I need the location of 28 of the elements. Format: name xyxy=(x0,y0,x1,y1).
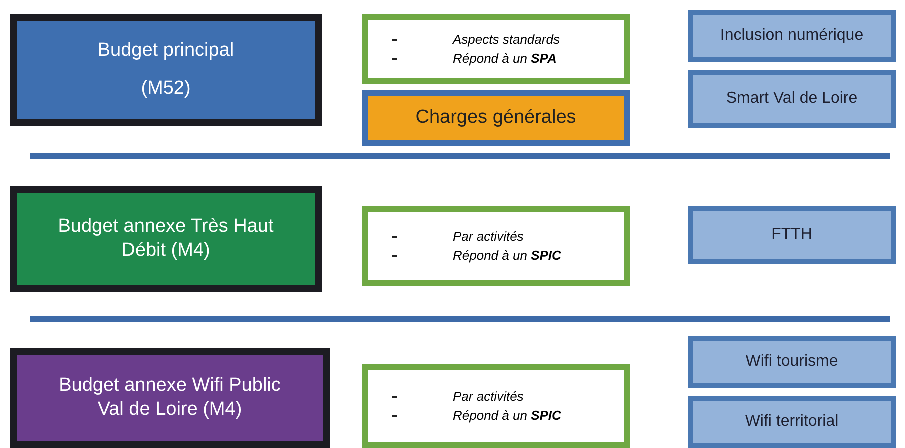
criteria-box xyxy=(362,206,630,286)
box-label: Inclusion numérique xyxy=(720,27,864,45)
box-label: Smart Val de Loire xyxy=(726,90,858,108)
box-label: Wifi tourisme xyxy=(746,353,838,371)
program-box xyxy=(688,206,896,264)
criteria-text: Répond à un SPIC xyxy=(453,248,562,263)
box-label: FTTH xyxy=(772,226,812,244)
budget-title: (M52) xyxy=(141,77,191,101)
budget-title: Budget annexe Très Haut Débit (M4) xyxy=(57,215,275,263)
budget-box xyxy=(10,14,322,126)
budget-box xyxy=(10,348,330,448)
criteria-text: Répond à un SPIC xyxy=(453,408,562,423)
budget-box xyxy=(10,186,322,292)
program-box xyxy=(688,396,896,448)
budget-title: Budget annexe Wifi Public Val de Loire (M4) xyxy=(58,374,282,422)
box-label: Wifi territorial xyxy=(745,413,839,431)
criteria-box xyxy=(362,14,630,84)
program-box xyxy=(688,70,896,128)
budget-title: Budget principal xyxy=(98,39,234,63)
box-label: Charges générales xyxy=(416,107,576,129)
criteria-text: Par activités xyxy=(453,389,524,404)
criteria-box xyxy=(362,364,630,448)
charges-box xyxy=(362,90,630,146)
criteria-text: Par activités xyxy=(453,229,524,244)
program-box xyxy=(688,10,896,62)
criteria-text: Répond à un SPA xyxy=(453,51,557,66)
program-box xyxy=(688,336,896,388)
criteria-text: Aspects standards xyxy=(453,32,560,47)
